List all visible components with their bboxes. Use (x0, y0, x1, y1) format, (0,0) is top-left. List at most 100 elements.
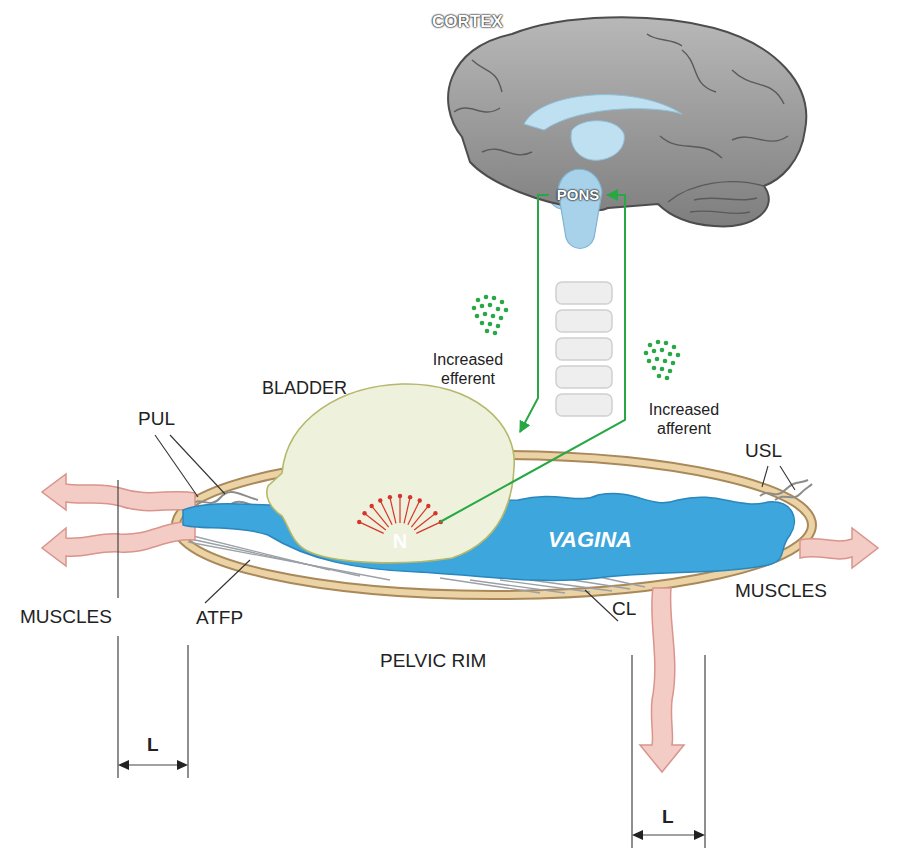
dot (480, 304, 485, 309)
bladder-organ: N BLADDER (262, 378, 520, 565)
thalamus (571, 121, 624, 161)
dot (493, 331, 498, 336)
nerve-ending (439, 520, 443, 524)
nerve-ending (418, 498, 422, 502)
nerve-ray (365, 514, 385, 530)
nerve-ray (408, 501, 419, 524)
dot (472, 306, 477, 311)
dot (484, 295, 489, 300)
signal-dots (644, 340, 681, 381)
nerve-ending (433, 511, 437, 515)
ligament-label: CL (612, 598, 636, 621)
nerve-ending (408, 495, 412, 499)
signal-label: Increased afferent (638, 400, 730, 438)
nerve-ending (378, 498, 382, 502)
brain-fold (454, 108, 500, 112)
brain-fold (694, 198, 757, 200)
signal-label: Increased efferent (422, 350, 514, 388)
label-holder: L (147, 734, 159, 757)
leader-line (170, 435, 225, 494)
label-holder: PUL (138, 408, 175, 431)
label-holder: MUSCLES (20, 606, 112, 629)
ligament-label: ATFP (196, 607, 243, 630)
label-holder: CL (612, 598, 636, 621)
nerve-ending (388, 495, 392, 499)
node-text: VAGINA (548, 527, 632, 553)
nerve-ray (414, 514, 434, 530)
dimension-label: L (147, 734, 159, 757)
brain-outline (448, 17, 806, 226)
vertebra (556, 282, 612, 304)
dimension-line (126, 764, 180, 765)
arrowhead (177, 760, 188, 770)
dimension-arrowheads (118, 760, 705, 840)
extension-line (117, 480, 118, 598)
nerve-ray (390, 498, 396, 523)
nerve-ray (399, 497, 400, 523)
dot (485, 329, 490, 334)
muscle-arrow (640, 588, 684, 772)
dimension-line (640, 834, 697, 835)
label-holder: PELVIC RIM (380, 650, 486, 673)
signal-dots (472, 295, 509, 336)
nerve-ending (357, 520, 361, 524)
label-holder: MUSCLES (735, 580, 827, 603)
edge-label-holder: Increased afferent (638, 400, 730, 438)
muscle-label: MUSCLES (735, 580, 827, 603)
extension-line (187, 645, 188, 778)
brain-fold (668, 182, 764, 202)
dot (475, 314, 480, 319)
label-holder: ATFP (196, 607, 243, 630)
nerve-ending (369, 504, 373, 508)
nerve-signal-arrow (520, 195, 549, 432)
label-holder: USL (745, 440, 782, 463)
dot (488, 303, 493, 308)
node-text: CORTEX (432, 12, 503, 32)
nerve-ray (411, 507, 427, 527)
leader-line (205, 560, 250, 603)
nerve-ray (404, 498, 410, 523)
nerve-ray (372, 507, 388, 527)
ligament-line (530, 580, 612, 591)
muscle-label: MUSCLES (20, 606, 112, 629)
nerve-ending (426, 504, 430, 508)
nerve-ray (360, 522, 384, 533)
vertebra (556, 338, 612, 360)
brain-fold (690, 211, 750, 214)
edge-label-holder: Increased efferent (422, 350, 514, 388)
label-holder: L (662, 806, 674, 829)
dot (492, 296, 497, 301)
spine (556, 282, 612, 416)
vertebra (556, 394, 612, 416)
ligament-line (775, 484, 812, 500)
dot (476, 298, 481, 303)
arrowhead (118, 760, 129, 770)
brain-fold (682, 50, 716, 92)
nerve-ending (362, 511, 366, 515)
vertebra (556, 310, 612, 332)
brain-fold (482, 149, 532, 155)
dot (499, 316, 504, 321)
dot (500, 300, 505, 305)
extension-line (704, 655, 705, 848)
structure-label: PELVIC RIM (380, 650, 486, 673)
dimension-label: L (662, 806, 674, 829)
leader-line (762, 466, 768, 487)
nerve-ray (416, 522, 440, 533)
leader-line (780, 466, 795, 490)
brainstem (558, 169, 602, 248)
dot (496, 324, 501, 329)
arrowhead (632, 830, 643, 840)
leader-line (155, 435, 198, 497)
bladder-outline (267, 384, 514, 563)
node-text: BLADDER (262, 378, 347, 400)
ligament-label: PUL (138, 408, 175, 431)
brain-fold (472, 60, 502, 92)
brain-region-shape (432, 12, 812, 247)
brain-fold (660, 136, 722, 158)
nerve-ending (398, 494, 402, 498)
node-text: N (393, 529, 407, 553)
dot (491, 314, 496, 319)
vertebra (556, 366, 612, 388)
